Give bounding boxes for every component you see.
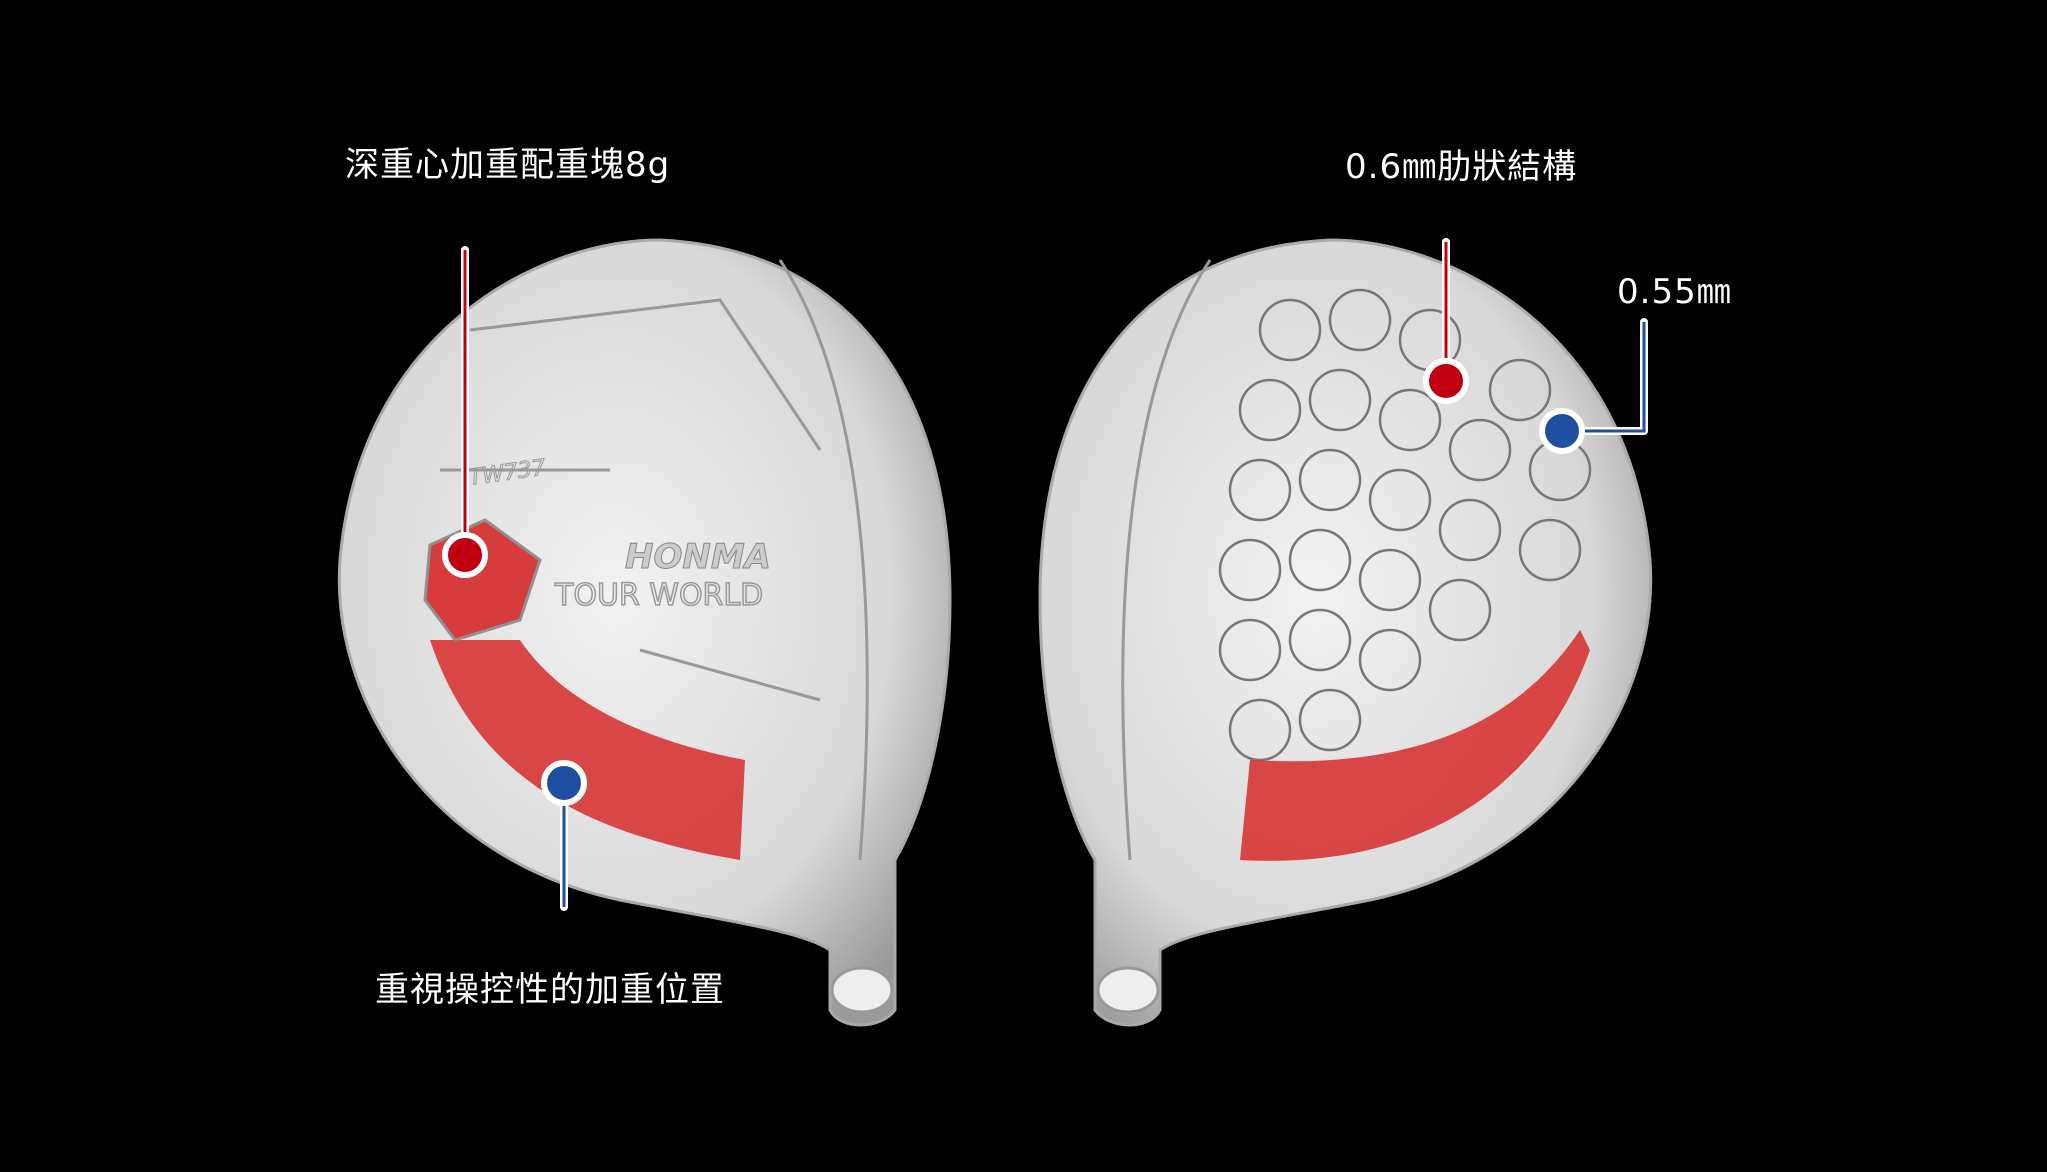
callout-weight-8g <box>442 246 488 578</box>
callout-control-weight <box>541 760 587 911</box>
callout-rib-structure <box>1423 238 1469 404</box>
left-hosel <box>830 966 894 1014</box>
blue-marker-dot <box>541 760 587 806</box>
right-club-head <box>1038 238 1653 1027</box>
callout-thickness <box>1539 318 1648 454</box>
right-rear-weight-track <box>1240 630 1590 861</box>
label-weight-8g: 深重心加重配重塊8g <box>345 145 671 185</box>
logo-line: TOUR WORLD <box>554 578 763 613</box>
blue-marker-dot <box>1539 408 1585 454</box>
logo-brand: HONMA <box>625 537 771 577</box>
red-marker-dot <box>1423 358 1469 404</box>
rib-pattern <box>1218 288 1592 762</box>
label-control-weight-position: 重視操控性的加重位置 <box>375 970 725 1010</box>
right-hosel <box>1096 966 1160 1014</box>
label-rib-structure: 0.6㎜肋狀結構 <box>1345 147 1578 187</box>
label-thickness: 0.55㎜ <box>1617 272 1732 312</box>
red-marker-dot <box>442 532 488 578</box>
left-club-head: HONMA TOUR WORLD TW737 <box>337 238 952 1027</box>
left-rear-weight-track <box>430 640 745 860</box>
